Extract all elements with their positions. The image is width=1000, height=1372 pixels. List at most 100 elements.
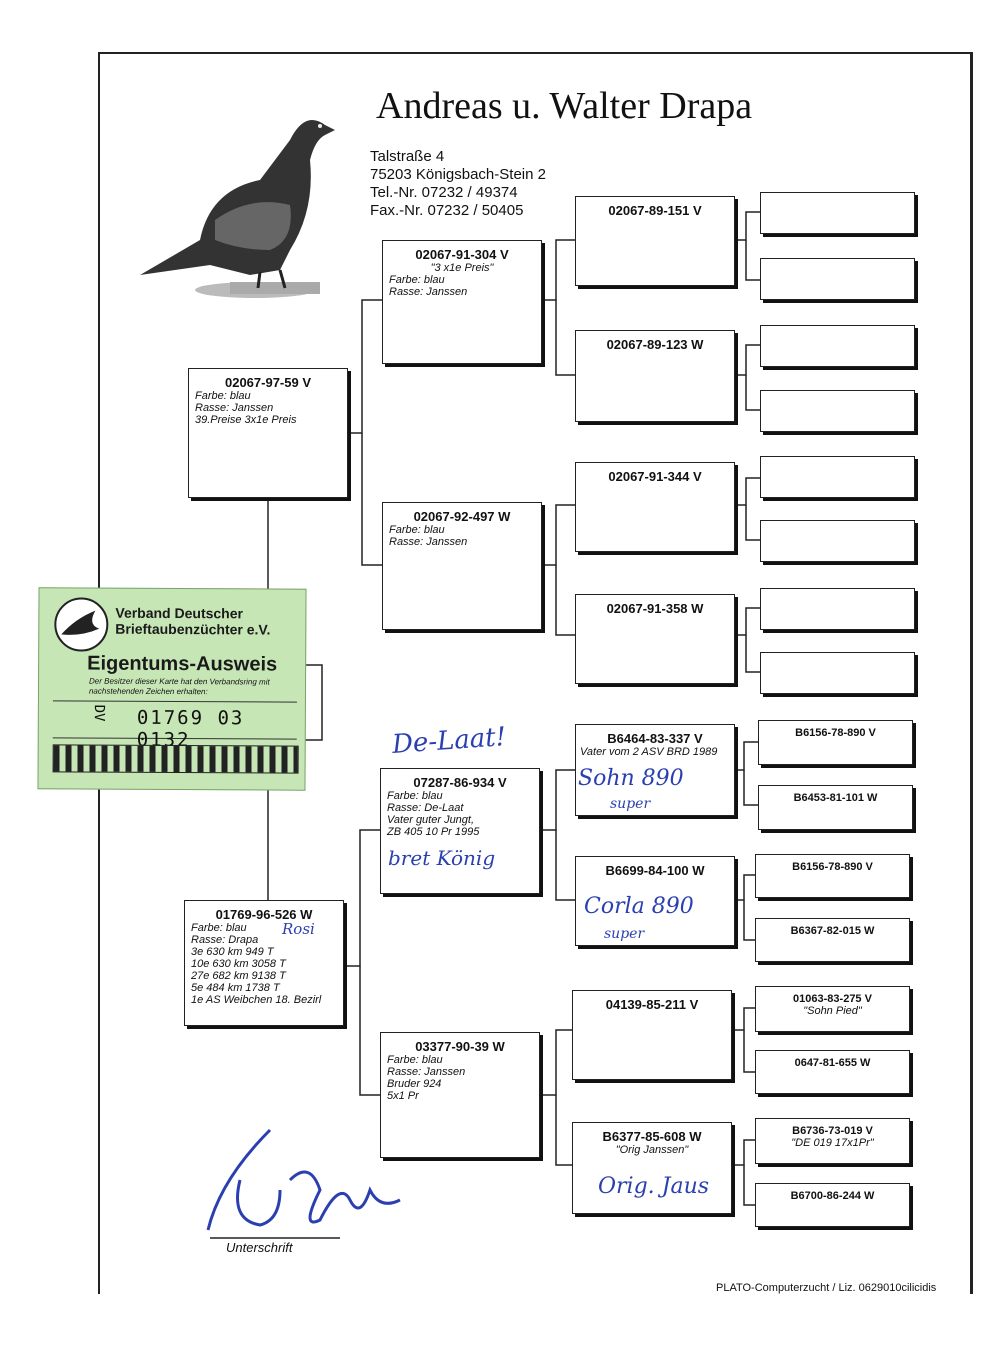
gen2-4-note-2: 5x1 Pr [387,1090,419,1102]
gen2-1-color: Farbe: blau [389,274,445,286]
gen2-1-note: "3 x1e Preis" [430,262,494,274]
gen3-3-id: 02067-91-344 V [608,469,702,484]
gen4-box-8[interactable] [760,652,915,694]
gen3-box-1[interactable]: 02067-89-151 V [575,196,735,286]
gen2-2-color: Farbe: blau [389,524,445,536]
card-title: Eigentums-Ausweis [87,652,278,676]
gen2-box-1[interactable]: 02067-91-304 V "3 x1e Preis" Farbe: blau… [382,240,542,364]
gen3-box-5[interactable]: B6464-83-337 V Vater vom 2 ASV BRD 1989 [575,724,735,816]
gen2-2-id: 02067-92-497 W [413,509,511,524]
gen4-box-7[interactable] [760,588,915,630]
gen3-box-2[interactable]: 02067-89-123 W [575,330,735,422]
gen2-3-note-2: ZB 405 10 Pr 1995 [387,826,480,838]
gen3-2-id: 02067-89-123 W [606,337,704,352]
gen3-box-7[interactable]: 04139-85-211 V [572,990,732,1080]
gen1-sire-color: Farbe: blau [195,390,251,402]
gen2-box-2[interactable]: 02067-92-497 W Farbe: blau Rasse: Jansse… [382,502,542,630]
gen3-8-id: B6377-85-608 W [602,1129,702,1144]
gen4-15-note: "DE 019 17x1Pr" [791,1137,874,1149]
gen4-15-id: B6736-73-019 V [792,1125,873,1137]
gen1-dam-result-3: 27e 682 km 9138 T [191,970,286,982]
handwritten-bret-koenig: bret König [388,846,496,870]
card-org-line-2: Brieftaubenzüchter e.V. [115,620,271,638]
gen4-box-14[interactable]: 0647-81-655 W [755,1050,910,1094]
signature-label: Unterschrift [226,1240,293,1255]
gen4-box-2[interactable] [760,258,915,300]
gen2-1-breed: Rasse: Janssen [389,286,468,298]
gen1-sire-prizes: 39.Preise 3x1e Preis [195,414,297,426]
gen4-box-1[interactable] [760,192,915,234]
gen1-dam-box[interactable]: 01769-96-526 W Farbe: blau Rasse: Drapa … [184,900,344,1026]
gen4-box-13[interactable]: 01063-83-275 V "Sohn Pied" [755,986,910,1032]
gen2-box-3[interactable]: 07287-86-934 V Farbe: blau Rasse: De-Laa… [380,768,540,894]
card-org-line-1: Verband Deutscher [115,604,244,622]
gen3-5-note: Vater vom 2 ASV BRD 1989 [580,746,718,758]
handwritten-rosi: Rosi [282,920,315,938]
footer-license: PLATO-Computerzucht / Liz. 0629010cilici… [716,1282,937,1294]
address-city: 75203 Königsbach-Stein 2 [370,166,546,183]
gen3-8-note: "Orig Janssen" [615,1144,689,1156]
card-subtitle: Der Besitzer dieser Karte hat den Verban… [88,676,270,697]
gen1-sire-box[interactable]: 02067-97-59 V Farbe: blau Rasse: Janssen… [188,368,348,498]
gen1-dam-result-1: 3e 630 km 949 T [191,946,274,958]
gen3-1-id: 02067-89-151 V [608,203,702,218]
handwritten-super-2: super [604,926,645,942]
gen1-dam-id: 01769-96-526 W [215,907,313,922]
gen2-2-breed: Rasse: Janssen [389,536,468,548]
gen3-6-id: B6699-84-100 W [605,863,705,878]
gen4-13-note: "Sohn Pied" [803,1005,862,1017]
gen4-box-4[interactable] [760,390,915,432]
gen1-dam-result-5: 1e AS Weibchen 18. Bezirl [191,994,322,1006]
gen4-box-16[interactable]: B6700-86-244 W [755,1183,910,1227]
gen2-4-id: 03377-90-39 W [415,1039,505,1054]
card-decorative-band [52,744,299,774]
gen4-box-11[interactable]: B6156-78-890 V [755,854,910,898]
gen1-dam-result-4: 5e 484 km 1738 T [191,982,280,994]
dove-logo-icon [54,597,109,652]
handwritten-orig-janssen: Orig. Jaus [598,1174,710,1199]
gen4-14-id: 0647-81-655 W [794,1057,871,1069]
owner-name: Andreas u. Walter Drapa [376,85,753,127]
gen3-box-4[interactable]: 02067-91-358 W [575,594,735,684]
gen4-box-5[interactable] [760,456,915,498]
gen4-16-id: B6700-86-244 W [790,1190,875,1202]
gen4-13-id: 01063-83-275 V [793,993,872,1005]
gen2-4-breed: Rasse: Janssen [387,1066,466,1078]
gen1-dam-breed: Rasse: Drapa [191,934,259,946]
gen2-3-color: Farbe: blau [387,790,443,802]
ownership-card: Verband Deutscher Brieftaubenzüchter e.V… [37,587,307,791]
gen4-box-9[interactable]: B6156-78-890 V [758,720,913,765]
card-dv-label: DV [90,704,107,722]
gen3-box-3[interactable]: 02067-91-344 V [575,462,735,552]
address-fax: Fax.-Nr. 07232 / 50405 [370,202,524,219]
gen3-box-8[interactable]: B6377-85-608 W "Orig Janssen" [572,1122,732,1214]
gen4-box-6[interactable] [760,520,915,562]
gen4-10-id: B6453-81-101 W [793,792,878,804]
gen1-dam-color: Farbe: blau [191,922,247,934]
gen1-dam-result-2: 10e 630 km 3058 T [191,958,286,970]
handwritten-super-1: super [610,796,651,812]
gen3-4-id: 02067-91-358 W [606,601,704,616]
gen2-box-4[interactable]: 03377-90-39 W Farbe: blau Rasse: Janssen… [380,1032,540,1158]
gen4-box-15[interactable]: B6736-73-019 V "DE 019 17x1Pr" [755,1118,910,1164]
gen2-1-id: 02067-91-304 V [415,247,509,262]
address-street: Talstraße 4 [370,148,445,165]
gen3-box-6[interactable]: B6699-84-100 W [575,856,735,946]
gen3-5-id: B6464-83-337 V [607,731,703,746]
gen2-4-note-1: Bruder 924 [387,1078,442,1090]
gen4-box-10[interactable]: B6453-81-101 W [758,785,913,830]
handwritten-corla-890: Corla 890 [584,894,694,919]
gen2-3-breed: Rasse: De-Laat [387,802,464,814]
pigeon-photo [140,120,335,298]
gen4-11-id: B6156-78-890 V [792,861,873,873]
gen4-box-12[interactable]: B6367-82-015 W [755,918,910,962]
signature-handwritten [206,1128,401,1231]
owner-address: Talstraße 4 75203 Königsbach-Stein 2 Tel… [370,148,546,220]
gen2-4-color: Farbe: blau [387,1054,443,1066]
gen1-sire-breed: Rasse: Janssen [195,402,274,414]
gen4-9-id: B6156-78-890 V [795,727,876,739]
gen2-3-id: 07287-86-934 V [413,775,507,790]
gen4-box-3[interactable] [760,325,915,367]
gen1-sire-id: 02067-97-59 V [224,375,311,390]
gen2-3-note-1: Vater guter Jungt, [387,814,475,826]
